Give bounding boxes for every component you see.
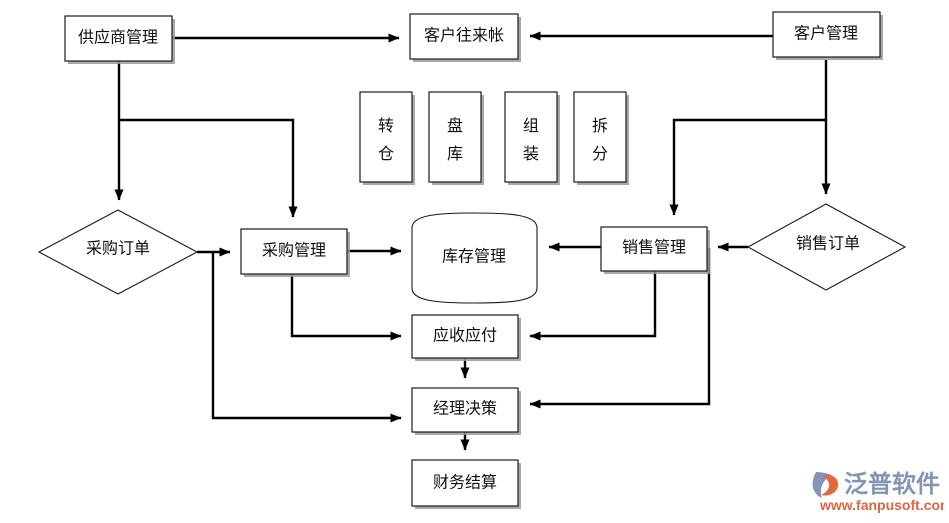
node-transfer-warehouse-char-2: 仓: [378, 145, 394, 163]
node-disassembly-char-2: 分: [592, 145, 608, 163]
edge-customer-mgmt-to-sales-mgmt: [669, 118, 826, 216]
node-customer-mgmt[interactable]: 客户管理: [772, 11, 883, 60]
node-stocktaking-char-1: 盘: [447, 116, 463, 135]
node-receivable-payable[interactable]: 应收应付: [411, 314, 521, 361]
edge-supplier-to-purchase-mgmt: [119, 118, 298, 218]
edge-layer: [114, 31, 831, 451]
node-sales-mgmt[interactable]: 销售管理: [600, 226, 710, 274]
node-inventory-mgmt-label: 库存管理: [442, 248, 506, 266]
node-stocktaking-char-2: 库: [447, 145, 463, 163]
edge-purchase-order-to-manager-decision: [211, 252, 402, 423]
node-supplier-mgmt-label: 供应商管理: [78, 28, 158, 47]
node-disassembly-char-1: 拆: [592, 117, 608, 135]
node-assembly-char-1: 组: [523, 117, 539, 135]
node-receivable-payable-label: 应收应付: [433, 326, 497, 345]
node-sales-order-label: 销售订单: [796, 235, 860, 253]
edge-purchase-mgmt-to-receivable: [290, 274, 402, 341]
node-customer-account[interactable]: 客户往来帐: [409, 13, 521, 62]
node-layer: 供应商管理 客户往来帐 客户管理 转 仓 盘 库: [37, 11, 907, 509]
node-supplier-mgmt[interactable]: 供应商管理: [64, 15, 175, 64]
node-purchase-mgmt[interactable]: 采购管理: [240, 228, 350, 277]
node-transfer-warehouse-char-1: 转: [378, 117, 394, 135]
edge-sales-mgmt-to-receivable: [529, 271, 657, 341]
node-sales-mgmt-label: 销售管理: [622, 239, 686, 257]
node-purchase-mgmt-label: 采购管理: [262, 242, 326, 260]
node-purchase-order[interactable]: 采购订单: [37, 209, 199, 295]
node-inventory-mgmt[interactable]: 库存管理: [411, 212, 538, 304]
node-customer-mgmt-label: 客户管理: [794, 25, 858, 43]
node-sales-order[interactable]: 销售订单: [746, 203, 907, 291]
node-assembly-char-2: 装: [523, 145, 539, 163]
node-financial-settlement[interactable]: 财务结算: [411, 459, 521, 509]
node-financial-settlement-label: 财务结算: [433, 473, 497, 492]
node-transfer-warehouse[interactable]: 转 仓: [359, 91, 415, 185]
edge-sales-order-to-manager-decision: [529, 248, 711, 409]
node-customer-account-label: 客户往来帐: [424, 27, 504, 45]
node-purchase-order-label: 采购订单: [86, 240, 150, 258]
node-disassembly[interactable]: 拆 分: [573, 91, 629, 185]
node-stocktaking[interactable]: 盘 库: [428, 91, 484, 185]
node-assembly[interactable]: 组 装: [504, 91, 560, 185]
node-manager-decision-label: 经理决策: [433, 400, 497, 418]
node-manager-decision[interactable]: 经理决策: [411, 387, 521, 435]
